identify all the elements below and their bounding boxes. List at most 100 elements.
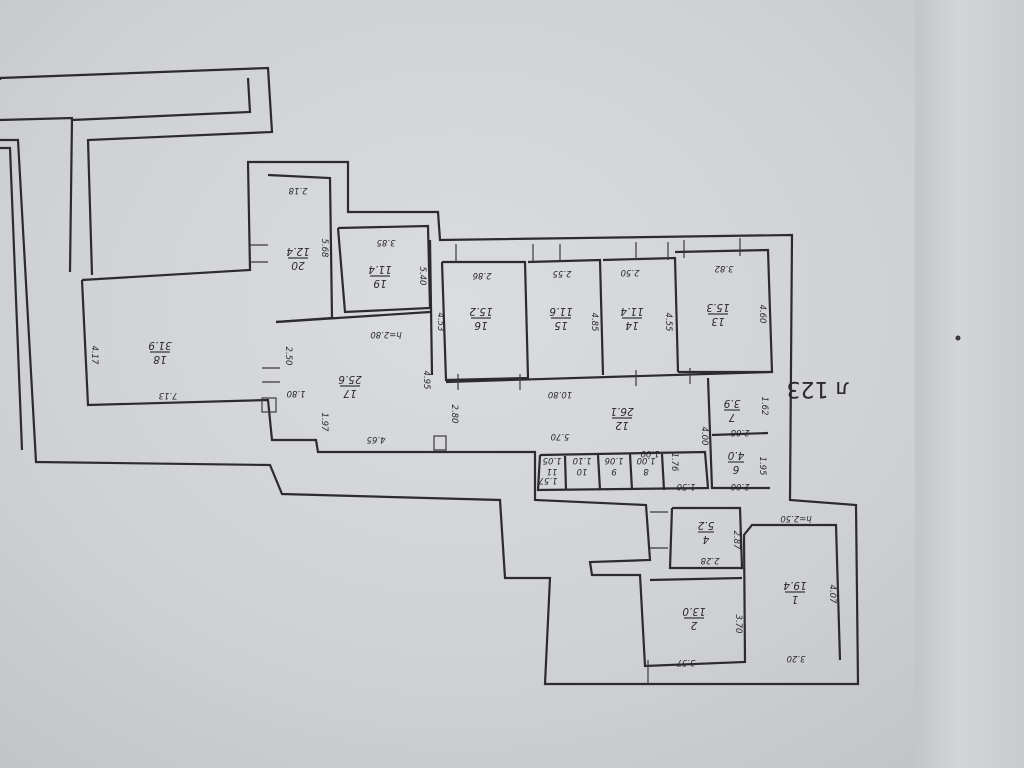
dim-label: 1.57	[538, 475, 558, 485]
room-6-area: 4.0	[727, 449, 744, 461]
openings	[250, 238, 741, 684]
room-20-number: 20	[291, 259, 305, 271]
wall-room-15	[527, 258, 605, 376]
room-20-area: 12.4	[286, 245, 309, 257]
dim-label: 2.08	[730, 427, 750, 437]
dim-label: 2.86	[472, 270, 492, 280]
dim-label: 2.50	[621, 267, 640, 277]
dimension-labels: 2.18 5.68 3.85 5.40 4.17 7.13 2.50 1.80 …	[89, 185, 837, 667]
wall-room-2-top	[649, 576, 743, 582]
room-16: 16 15.2	[469, 305, 493, 331]
room-10: 10 1.10	[573, 455, 592, 476]
wall-room-16	[440, 260, 530, 382]
dim-label: h=2.50	[780, 513, 811, 523]
room-1: 1 19.4	[783, 579, 806, 605]
room-4: 4 5.2	[697, 519, 714, 545]
room-18-area: 31.9	[148, 339, 172, 351]
dim-label: 1.50	[677, 481, 696, 491]
room-labels: 18 31.9 17 25.6 20 12.4 19 11.4 1 6	[148, 245, 807, 631]
room-2-number: 2	[690, 619, 697, 631]
dim-label: 4.00	[699, 427, 709, 446]
room-8: 8 1.00	[637, 455, 656, 476]
wall-rooms-6-7	[706, 377, 770, 490]
dim-label: 2.28	[700, 555, 720, 565]
room-12-area: 26.1	[610, 405, 633, 417]
room-14: 14 11.4	[620, 305, 643, 331]
wall-toilet-2	[596, 454, 602, 491]
room-18-number: 18	[153, 353, 167, 365]
wall-corridor-12-top	[445, 370, 771, 384]
room-1-number: 1	[792, 593, 799, 605]
wall-top-left	[0, 66, 274, 276]
dim-label: 1.00	[641, 448, 660, 458]
wall-room-13	[674, 248, 774, 374]
room-19-area: 11.4	[368, 263, 391, 275]
room-9-number: 9	[611, 466, 616, 476]
room-10-number: 10	[577, 466, 588, 476]
wall-inner-lower	[80, 279, 842, 668]
dim-label: 4.07	[827, 585, 837, 605]
room-8-area: 1.00	[637, 455, 656, 465]
margin-mark	[955, 335, 961, 341]
room-4-number: 4	[703, 533, 710, 545]
dim-label: 2.55	[553, 268, 572, 278]
dim-label: 4.65	[367, 434, 386, 444]
dim-label: h=2.80	[370, 329, 401, 339]
room-19-number: 19	[373, 277, 387, 289]
dim-label: 10.80	[548, 389, 572, 399]
room-4-area: 5.2	[697, 519, 714, 531]
room-12-number: 12	[615, 419, 629, 431]
dim-label: 4.17	[89, 346, 99, 366]
wall-divider-6-7	[711, 431, 769, 437]
dim-label: 1.76	[669, 453, 679, 473]
room-7-area: 3.9	[723, 397, 740, 409]
walls	[0, 66, 860, 686]
room-17-area: 25.6	[338, 373, 362, 385]
room-18: 18 31.9	[148, 339, 172, 365]
dim-label: 4.60	[757, 305, 767, 324]
room-12: 12 26.1	[610, 405, 633, 431]
room-11-number: 11	[547, 466, 558, 476]
dim-label: 5.68	[319, 239, 329, 259]
wall-room-14	[602, 256, 680, 373]
room-14-number: 14	[625, 319, 638, 331]
wall-toilets	[536, 450, 710, 492]
room-6: 6 4.0	[727, 449, 744, 475]
wall-corridor-top	[275, 310, 431, 324]
dim-label: 3.82	[715, 263, 734, 273]
wall-top-left-inner	[0, 116, 74, 273]
dim-label: 2.00	[731, 481, 750, 491]
wall-toilet-1	[563, 455, 568, 491]
room-13-number: 13	[711, 315, 724, 327]
room-2: 2 13.0	[682, 605, 706, 631]
dim-label: 1.95	[757, 457, 767, 476]
room-6-number: 6	[732, 463, 739, 475]
wall-outer-main	[0, 138, 860, 686]
room-19: 19 11.4	[368, 263, 391, 289]
dim-label: 3.20	[787, 653, 806, 663]
room-15-area: 11.6	[549, 305, 573, 317]
room-7: 7 3.9	[723, 397, 740, 423]
room-11-area: 1.05	[543, 455, 562, 465]
dim-label: 4.53	[435, 313, 445, 332]
wall-left-inner	[0, 146, 24, 451]
dim-label: 3.70	[733, 615, 743, 634]
dim-label: 2.18	[288, 185, 308, 195]
dim-label: 4.95	[421, 371, 431, 390]
room-1-area: 19.4	[783, 579, 806, 591]
room-9-area: 1.06	[604, 455, 624, 465]
room-17-number: 17	[343, 387, 357, 399]
wall-toilet-3	[628, 453, 634, 491]
room-15-number: 15	[554, 319, 568, 331]
dim-label: 4.85	[589, 313, 599, 332]
sheet-number-mark: л 123	[786, 376, 849, 401]
room-20: 20 12.4	[286, 245, 309, 271]
room-8-number: 8	[643, 466, 649, 476]
dim-label: 3.85	[377, 237, 396, 247]
wall-toilet-4	[660, 453, 666, 491]
room-13: 13 15.3	[706, 301, 729, 327]
dim-label: 3.57	[676, 657, 696, 667]
dim-label: 5.40	[417, 267, 427, 286]
